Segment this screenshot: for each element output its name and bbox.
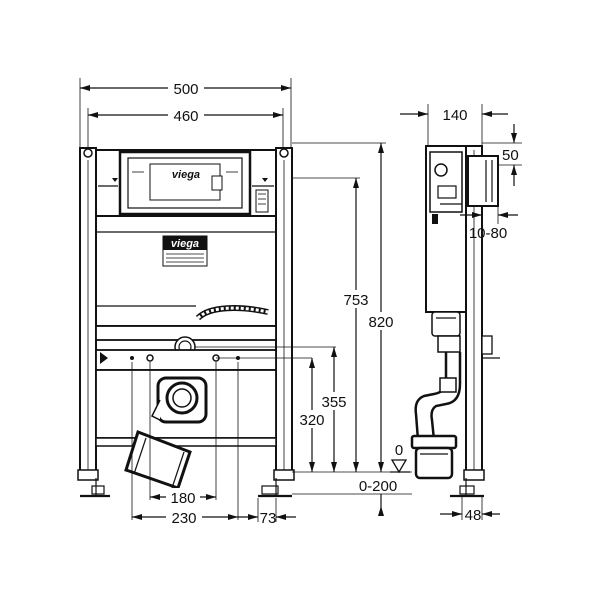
frame-posts <box>77 147 295 498</box>
side-drain-bend <box>410 352 462 480</box>
dim-height-753: 753 <box>292 177 372 472</box>
dim-top-offset: 50 <box>482 124 522 186</box>
dim-drain-offset: 180 <box>150 488 216 507</box>
side-tank <box>425 145 467 353</box>
label-height-320: 320 <box>299 412 324 429</box>
dim-depth: 140 <box>400 104 508 150</box>
dim-floor-range: 0-200 <box>350 476 404 516</box>
dim-inner-width: 460 <box>87 105 284 150</box>
label-depth: 140 <box>442 107 467 124</box>
dim-height-355: 355 <box>195 346 350 472</box>
crossbar-supply <box>95 325 277 371</box>
tank-body: viega <box>95 215 277 327</box>
label-top-offset: 50 <box>502 147 519 164</box>
label-foot-adjust: 73 <box>260 510 277 527</box>
label-inner-width: 460 <box>173 108 198 125</box>
side-foot <box>450 469 485 498</box>
dim-foot-depth: 48 <box>440 496 500 524</box>
side-wall-rail <box>465 145 500 477</box>
label-height-355: 355 <box>321 394 346 411</box>
label-height-820: 820 <box>368 314 393 331</box>
dim-height-820: 820 <box>292 142 397 472</box>
dim-drain-width: 230 <box>132 508 238 527</box>
label-overall-width: 500 <box>173 81 198 98</box>
front-view: 500 460 <box>77 78 412 527</box>
drain-outlet <box>124 376 208 490</box>
label-drain-width: 230 <box>171 510 196 527</box>
floor-zero-marker: 0 <box>390 442 410 474</box>
side-view: 140 50 <box>400 104 522 524</box>
cistern-box: viega <box>95 149 277 217</box>
tank-logo: viega <box>171 238 199 250</box>
label-height-753: 753 <box>343 292 368 309</box>
cistern-logo: viega <box>172 169 200 181</box>
label-foot-depth: 48 <box>465 507 482 524</box>
label-drain-offset: 180 <box>170 490 195 507</box>
dim-foot-adjust: 73 <box>238 498 296 527</box>
label-wall-adjust: 10-80 <box>469 225 507 242</box>
label-floor-zero: 0 <box>395 442 403 459</box>
dim-height-320: 320 <box>216 357 328 472</box>
dim-wall-adjust: 10-80 <box>460 206 518 242</box>
label-floor-range: 0-200 <box>359 478 397 495</box>
dim-overall-width: 500 <box>79 78 292 150</box>
